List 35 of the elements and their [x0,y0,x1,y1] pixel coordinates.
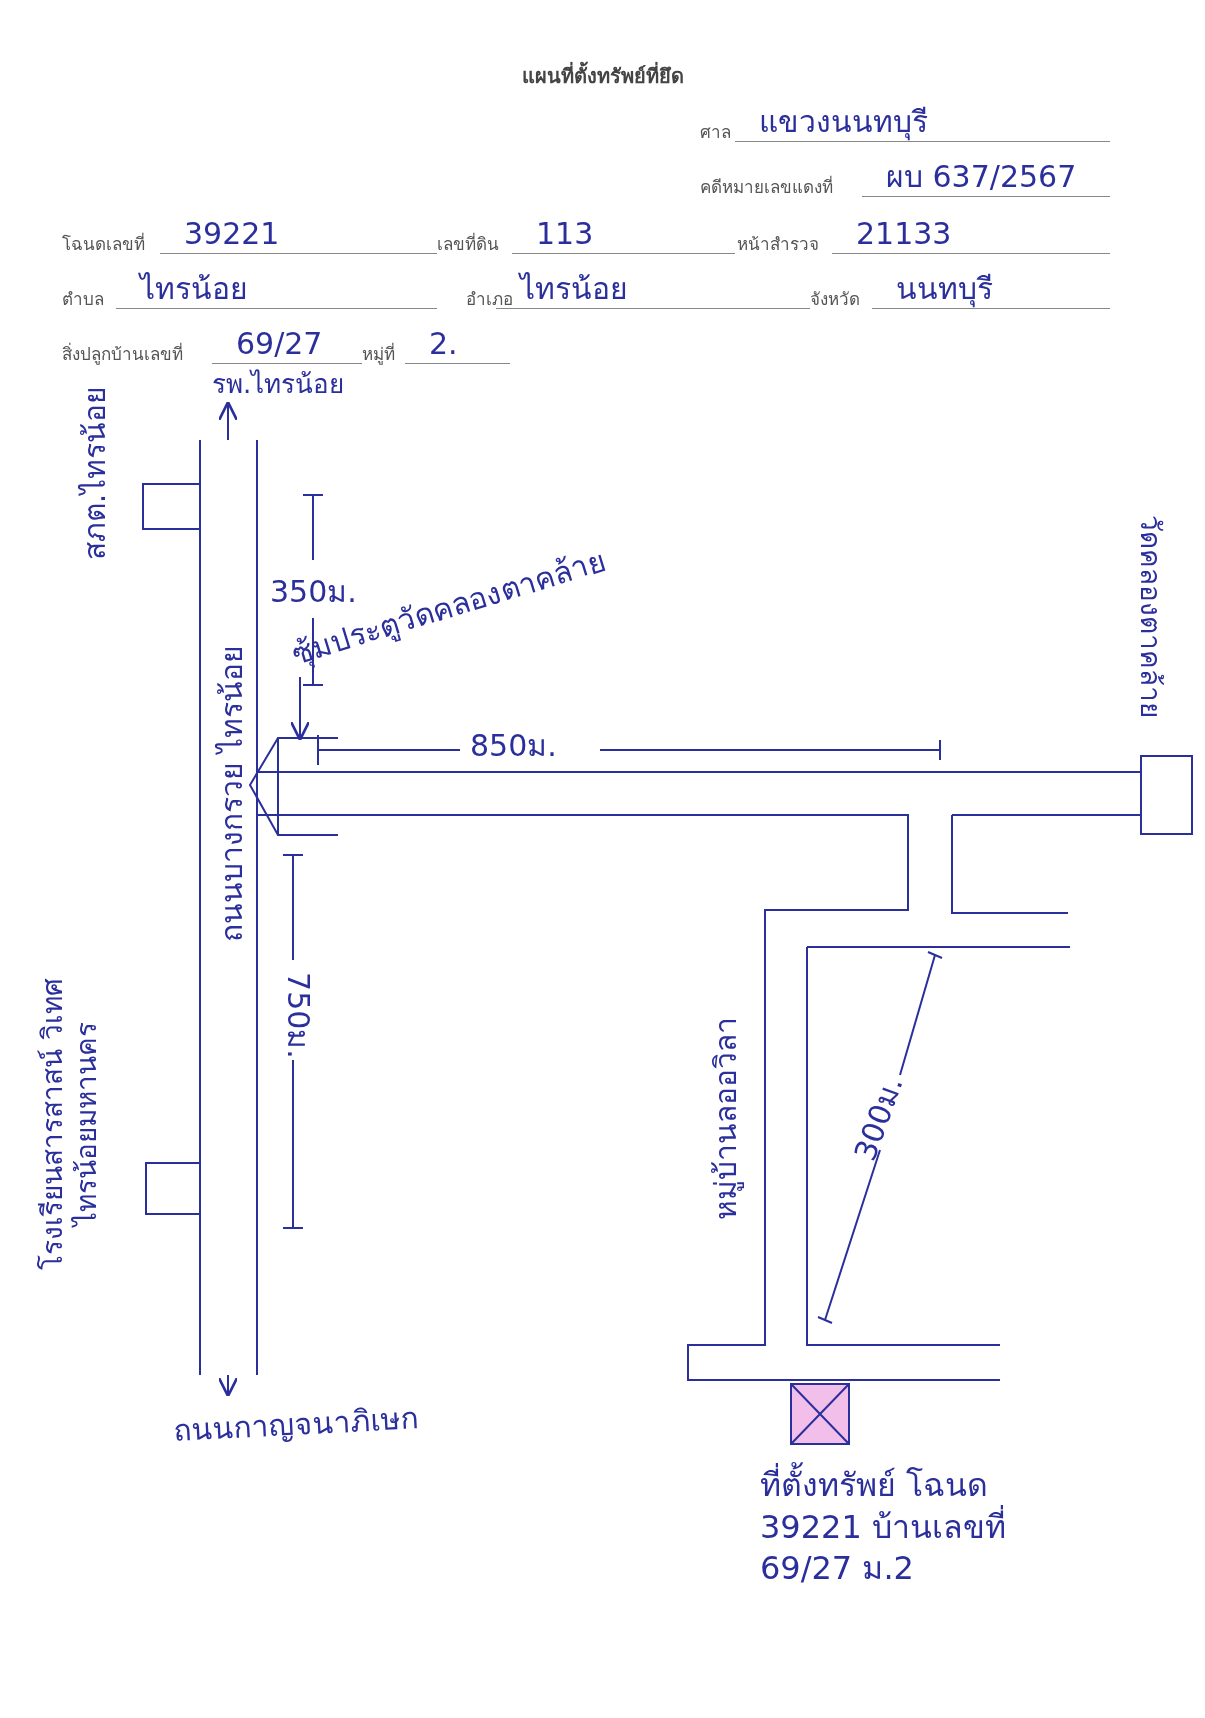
place-label: รพ.ไทรน้อย [212,363,345,404]
fill-in-line: 113 [512,214,735,254]
field-label: หมู่ที่ [362,341,395,367]
field-label: คดีหมายเลขแดงที่ [700,174,833,199]
field-label: อำเภอ [466,288,513,311]
field-label: หน้าสำรวจ [737,233,819,256]
dimension-label: 750ม. [279,972,317,1059]
arrow [217,400,239,441]
building-label: วัดคลองตาคล้าย [1133,514,1167,721]
field-label: ศาล [700,121,731,144]
fill-in-line: 39221 [160,214,437,254]
fill-in-line: ไทรน้อย [116,269,437,309]
building-label: โรงเรียนสารสาสน์ วิเทศไทรน้อยมหานคร [36,976,104,1272]
field-label: เลขที่ดิน [437,231,499,256]
fill-in-line: 69/27 [212,324,362,364]
arrow [217,1374,239,1398]
fill-in-line: ผบ 637/2567 [862,157,1110,197]
arrow [289,676,311,742]
fill-in-line: นนทบุรี [872,269,1110,309]
road [199,440,258,1375]
road-label: ถนนกาญจนาภิเษก [172,1394,420,1454]
building-label: สภต.ไทรน้อย [77,384,113,563]
fill-in-line: 21133 [832,214,1110,254]
fill-in-line: แขวงนนทบุรี [735,102,1110,142]
fill-in-line: 2. [405,324,510,364]
dimension-label: 850ม. [470,727,557,765]
dimension-label: 300ม. [846,1070,911,1168]
gate-drawing [248,737,339,836]
field-label: โฉนดเลขที่ [62,231,145,256]
title: แผนที่ตั้งทรัพย์ที่ยึด [0,60,1205,92]
road-label: ถนนบางกรวย ไทรน้อย [212,643,249,945]
field-label: ตำบล [62,288,104,311]
field-label: จังหวัด [810,288,860,311]
street-label: หมู่บ้านลออวิลา [706,1016,745,1222]
field-label: สิ่งปลูกบ้านเลขที่ [62,341,183,367]
